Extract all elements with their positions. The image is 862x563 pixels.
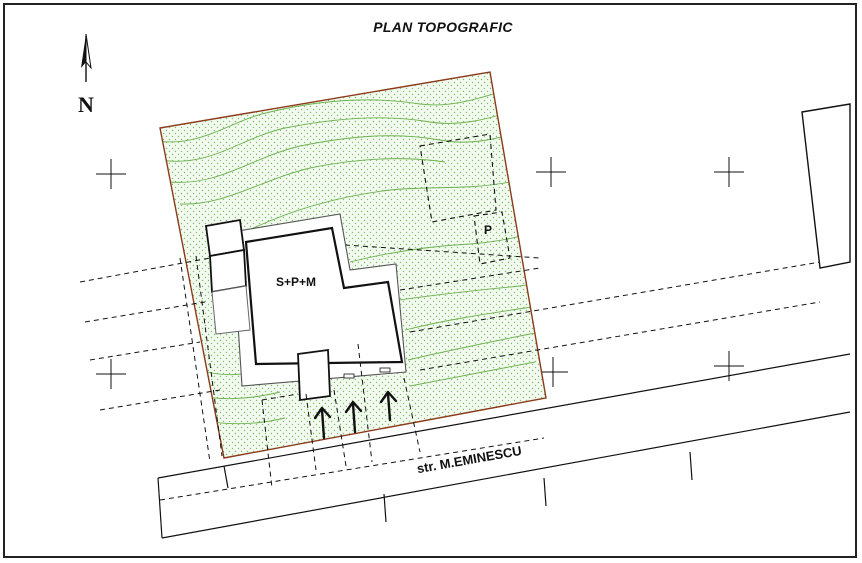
- alignment-lines: [79, 241, 821, 501]
- grid-cross-icon: [96, 157, 744, 389]
- street: [157, 353, 851, 539]
- terrace: [211, 285, 251, 335]
- access-arrow-icon: [313, 390, 398, 440]
- plan-title: PLAN TOPOGRAFIC: [373, 19, 513, 35]
- contour-lines: [160, 91, 546, 425]
- parking-area: [419, 133, 511, 265]
- building-label: S+P+M: [276, 275, 316, 289]
- north-label: N: [78, 92, 94, 117]
- garage-entry: [297, 348, 331, 402]
- building: [244, 226, 404, 366]
- building-annex: [204, 218, 247, 294]
- north-arrow-icon: [81, 33, 92, 82]
- neighbor-building: [801, 103, 851, 269]
- access-lanes: [261, 343, 421, 489]
- lot-boundary: [159, 71, 547, 459]
- street-label: str. M.EMINESCU: [416, 443, 523, 476]
- parking-label: P: [484, 223, 492, 237]
